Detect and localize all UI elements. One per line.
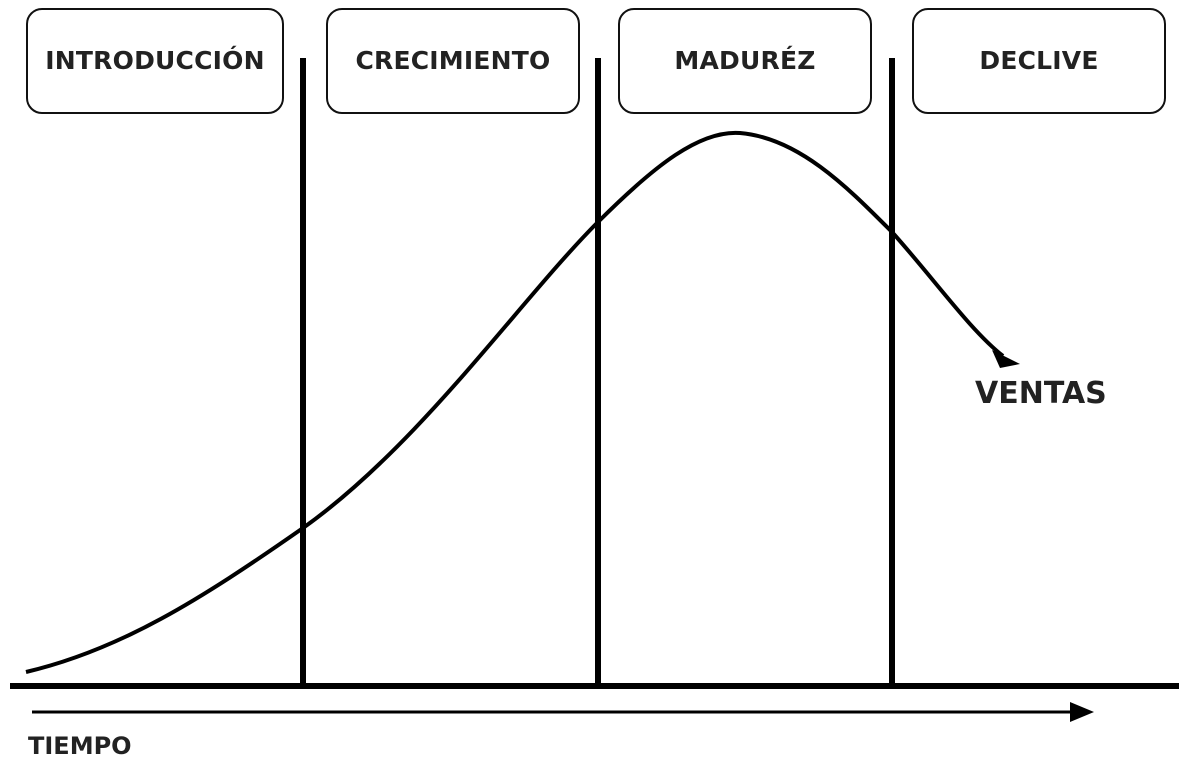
stage-growth-label: CRECIMIENTO <box>355 45 551 75</box>
sales-curve-arrowhead <box>992 350 1020 368</box>
sales-curve-label: VENTAS <box>975 376 1107 411</box>
stage-maturity-box: MADURÉZ <box>618 8 872 114</box>
stage-decline-label: DECLIVE <box>979 45 1099 75</box>
stage-maturity-label: MADURÉZ <box>674 45 816 75</box>
stage-introduction-box: INTRODUCCIÓN <box>26 8 284 114</box>
time-arrowhead <box>1070 702 1094 722</box>
stage-introduction-label: INTRODUCCIÓN <box>45 45 265 75</box>
stage-growth-box: CRECIMIENTO <box>326 8 580 114</box>
time-axis-label: TIEMPO <box>28 732 132 760</box>
stage-decline-box: DECLIVE <box>912 8 1166 114</box>
sales-curve <box>25 130 1005 674</box>
